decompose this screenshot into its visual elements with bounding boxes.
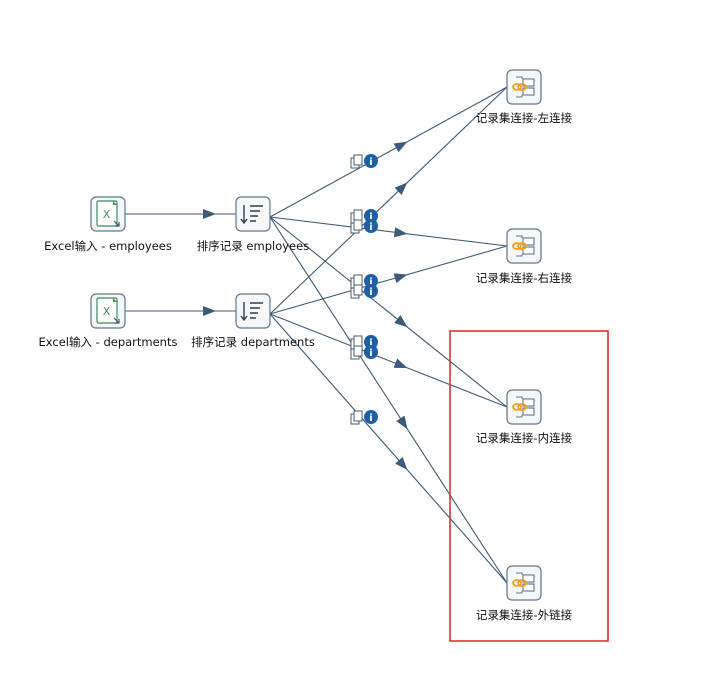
hop-line [269,86,508,315]
hop-arrow-icon [393,358,408,368]
hop-sort_emp-to-join_right[interactable] [269,216,508,247]
excel-file-icon [96,200,120,227]
hop-arrow-icon [393,227,408,238]
hop-arrow-icon [395,456,408,471]
step-label: 记录集连接-左连接 [476,111,573,125]
hop-sort_emp-to-join_inner[interactable] [269,216,508,408]
step-join_inner[interactable]: 记录集连接-内连接 [476,389,573,445]
hop-sort_emp-to-join_outer[interactable] [269,216,508,584]
hop-arrow-icon [394,315,408,328]
hop-line [269,86,508,218]
hop-line [269,216,508,408]
hop-sort_dep-to-join_outer[interactable] [269,313,508,584]
hop-arrow-icon [394,182,408,195]
hop-badges-layer [350,153,379,425]
step-label: 记录集连接-外链接 [476,608,573,622]
hop-sort_dep-to-join_left[interactable] [269,86,508,315]
hop-arrow-icon [393,273,408,283]
hop-excel_dep-to-sort_dep[interactable] [125,306,236,316]
step-box[interactable] [506,228,542,264]
hop-arrow-icon [396,415,408,430]
step-excel_emp[interactable]: Excel输入 - employees [44,196,172,253]
step-join_left[interactable]: 记录集连接-左连接 [476,69,573,125]
hop-line [269,245,508,315]
step-join_right[interactable]: 记录集连接-右连接 [476,228,573,285]
step-join_outer[interactable]: 记录集连接-外链接 [476,565,573,622]
step-box[interactable] [506,565,542,601]
copy-info-badge-icon[interactable] [350,344,379,360]
step-label: 排序记录 departments [191,335,315,349]
excel-file-icon [96,297,120,324]
hop-line [269,313,508,408]
step-sort_dep[interactable]: 排序记录 departments [191,293,315,349]
hop-sort_dep-to-join_inner[interactable] [269,313,508,408]
step-box[interactable] [506,389,542,425]
hops-layer [125,86,508,584]
step-label: Excel输入 - employees [44,239,172,253]
hop-line [269,313,508,584]
hop-line [269,216,508,584]
copy-info-badge-icon[interactable] [350,283,379,299]
step-label: Excel输入 - departments [39,335,178,349]
copy-info-badge-icon[interactable] [350,218,379,234]
hop-excel_emp-to-sort_emp[interactable] [125,209,236,219]
hop-arrow-icon [203,209,217,219]
step-label: 记录集连接-内连接 [476,431,573,445]
hop-arrow-icon [203,306,217,316]
hop-sort_dep-to-join_right[interactable] [269,245,508,315]
highlight-box [449,330,609,642]
step-label: 记录集连接-右连接 [476,271,573,285]
hop-arrow-icon [393,141,408,153]
step-excel_dep[interactable]: Excel输入 - departments [39,293,178,349]
hop-sort_emp-to-join_left[interactable] [269,86,508,218]
hop-line [269,216,508,247]
step-box[interactable] [235,293,271,329]
step-label: 排序记录 employees [197,239,309,253]
step-sort_emp[interactable]: 排序记录 employees [197,196,309,253]
step-box[interactable] [506,69,542,105]
copy-info-badge-icon[interactable] [350,153,379,169]
step-box[interactable] [235,196,271,232]
